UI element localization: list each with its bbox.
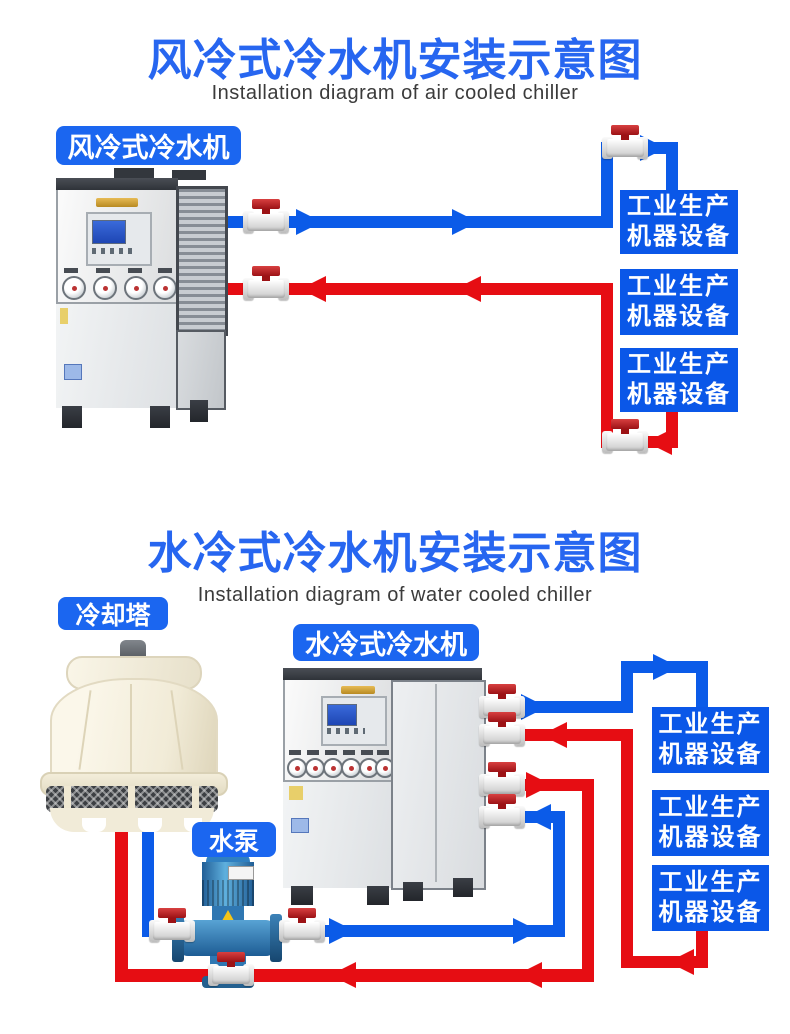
- equipment-box-line1: 工业生产: [658, 869, 763, 896]
- equipment-box-line1: 工业生产: [627, 351, 731, 378]
- equipment-box: 工业生产 机器设备: [620, 348, 738, 412]
- equipment-box-line2: 机器设备: [658, 741, 763, 768]
- flow-arrow-left-icon: [516, 962, 542, 988]
- cooling-tower-label: 冷却塔: [58, 597, 168, 630]
- ball-valve: [602, 125, 648, 167]
- pipe-air-supply-riser: [601, 147, 613, 228]
- water-chiller-label: 水冷式冷水机: [293, 624, 479, 661]
- equipment-box-line1: 工业生产: [627, 273, 731, 300]
- equipment-box: 工业生产 机器设备: [652, 707, 769, 773]
- equipment-box-line2: 机器设备: [658, 824, 763, 851]
- pipe-air-return-riser: [601, 289, 613, 448]
- flow-arrow-left-icon: [541, 722, 567, 748]
- flow-arrow-right-icon: [452, 209, 478, 235]
- equipment-box-line1: 工业生产: [658, 711, 763, 738]
- pipe-chilled-return-riser: [621, 735, 633, 968]
- ball-valve: [479, 762, 525, 804]
- flow-arrow-right-icon: [521, 694, 547, 720]
- ball-valve: [149, 908, 195, 950]
- ball-valve: [602, 419, 648, 461]
- pipe-cooling-out-drop: [582, 785, 594, 982]
- equipment-box-line2: 机器设备: [627, 223, 731, 250]
- ball-valve: [279, 908, 325, 950]
- ball-valve: [479, 794, 525, 836]
- air-chiller-label: 风冷式冷水机: [56, 126, 241, 165]
- flow-arrow-right-icon: [526, 772, 552, 798]
- pipe-tower-outlet: [142, 828, 154, 937]
- ball-valve: [479, 684, 525, 726]
- equipment-box-line2: 机器设备: [627, 303, 731, 330]
- flow-arrow-left-icon: [668, 949, 694, 975]
- flow-arrow-left-icon: [646, 429, 672, 455]
- equipment-box: 工业生产 机器设备: [652, 865, 769, 931]
- ball-valve: [479, 712, 525, 754]
- equipment-box: 工业生产 机器设备: [620, 190, 738, 254]
- flow-arrow-left-icon: [455, 276, 481, 302]
- equipment-box-line2: 机器设备: [627, 381, 731, 408]
- pipe-cooling-in-riser: [553, 817, 565, 937]
- air-section-subtitle: Installation diagram of air cooled chill…: [211, 82, 579, 104]
- pipe-air-supply-drop: [666, 142, 678, 194]
- pipe-chilled-return-drop: [696, 926, 708, 968]
- ball-valve: [208, 952, 254, 994]
- flow-arrow-right-icon: [296, 209, 322, 235]
- cooling-tower-unit: [40, 640, 228, 848]
- ball-valve: [243, 199, 289, 241]
- equipment-box: 工业生产 机器设备: [652, 790, 769, 856]
- flow-arrow-right-icon: [329, 918, 355, 944]
- equipment-box: 工业生产 机器设备: [620, 269, 738, 335]
- flow-arrow-left-icon: [300, 276, 326, 302]
- water-cooled-chiller-unit: [283, 668, 486, 905]
- water-pump-label: 水泵: [192, 822, 276, 857]
- equipment-box-line1: 工业生产: [627, 193, 731, 220]
- flow-arrow-left-icon: [525, 804, 551, 830]
- equipment-box-line1: 工业生产: [658, 794, 763, 821]
- pipe-cooling-tower-riser: [115, 828, 128, 982]
- water-section-subtitle: Installation diagram of water cooled chi…: [197, 584, 593, 606]
- flow-arrow-right-icon: [653, 654, 679, 680]
- equipment-box-line2: 机器设备: [658, 899, 763, 926]
- water-section-title: 水冷式冷水机安装示意图: [147, 529, 643, 578]
- ball-valve: [243, 266, 289, 308]
- air-cooled-chiller-unit: [56, 168, 228, 428]
- pipe-chilled-supply-drop: [696, 661, 708, 712]
- flow-arrow-left-icon: [330, 962, 356, 988]
- air-section-title: 风冷式冷水机安装示意图: [147, 36, 643, 85]
- pipe-chilled-supply-riser: [621, 661, 633, 713]
- flow-arrow-right-icon: [513, 918, 539, 944]
